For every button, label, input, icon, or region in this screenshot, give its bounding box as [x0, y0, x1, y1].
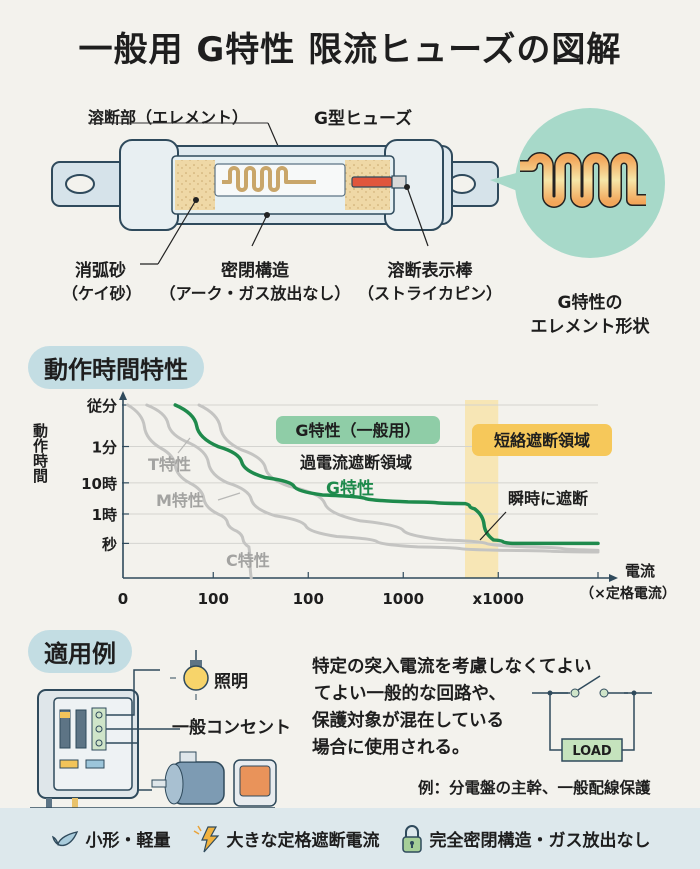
- arc-sand-label: 消弧砂: [75, 261, 126, 281]
- distribution-panel-icon: [37, 689, 139, 810]
- y-axis-arrow: [119, 391, 127, 400]
- switch-contact: [570, 688, 580, 698]
- series-G特性: [173, 403, 600, 546]
- load-circuit-diagram: LOAD: [532, 675, 652, 762]
- feather-icon: [51, 830, 78, 846]
- load-label: LOAD: [572, 744, 612, 759]
- left-cap: [119, 139, 179, 231]
- series-M特性: [145, 403, 600, 554]
- applications-illustration: [30, 650, 277, 810]
- x-tick-label: 1000: [382, 590, 424, 608]
- feature-label: 小形・軽量: [85, 831, 171, 851]
- arc-sand-sublabel: （ケイ砂）: [62, 284, 142, 303]
- series-C特性: [126, 403, 253, 580]
- c-curve-label: C特性: [226, 551, 270, 570]
- indicator-sublabel: （ストライカピン）: [357, 284, 502, 303]
- callout-label-line2: エレメント形状: [530, 317, 650, 337]
- x-axis-arrow: [609, 574, 618, 582]
- chart-section-heading: 動作時間特性: [28, 346, 204, 389]
- feature-label: 大きな定格遮断電流: [226, 831, 380, 851]
- short-circuit-badge: [472, 424, 612, 456]
- striker-pin: [351, 176, 393, 188]
- switch-lever: [577, 675, 601, 691]
- y-tick-label: 秒: [102, 535, 117, 553]
- m-curve-label: M特性: [156, 491, 204, 510]
- x-axis-label: 電流: [625, 562, 655, 580]
- x-tick-label: 100: [198, 590, 229, 608]
- description-line: 場合に使用される。: [312, 738, 470, 758]
- applications-heading: 適用例: [28, 630, 132, 673]
- description-line: てよい一般的な回路や、: [314, 684, 506, 704]
- characteristic-chart: 従分 1分 10時 1時秒 動作時間 0 100 100 1000 x1000 電流 （×定格電流） G…: [31, 391, 676, 608]
- t-leader-line: [177, 437, 191, 454]
- arc-sand-leader-line: [157, 199, 197, 265]
- g-curve-label: G特性: [326, 478, 374, 499]
- heater-icon: [233, 759, 277, 807]
- m-leader-line: [217, 492, 241, 501]
- y-tick-label: 10時: [81, 475, 117, 493]
- feature-item: 小形・軽量: [50, 826, 171, 851]
- x-tick-label: 100: [293, 590, 324, 608]
- description-line: 保護対象が混在している: [312, 711, 504, 731]
- lightning-icon: [193, 825, 219, 852]
- x-axis-sublabel: （×定格電流）: [580, 585, 676, 602]
- fuse-illustration: [51, 108, 665, 265]
- y-tick-label: 従分: [86, 397, 117, 415]
- indicator-label: 溶断表示棒: [387, 261, 473, 281]
- application-description: 特定の突入電流を考慮しなくてよい てよい一般的な回路や、 保護対象が混在している…: [312, 654, 591, 762]
- feature-item: 完全密閉構造・ガス放出なし: [400, 824, 651, 854]
- indicator-leader-line: [406, 186, 429, 247]
- short-circuit-label: 短絡遮断領域: [494, 431, 590, 450]
- app-item-lighting: 照明: [214, 672, 248, 692]
- lock-icon: [401, 824, 422, 853]
- y-tick-label: 1分: [92, 439, 117, 457]
- switch-contact: [599, 688, 609, 698]
- element-label: 溶断部（エレメント）: [88, 108, 249, 127]
- overcurrent-region-label: 過電流遮断領域: [299, 453, 412, 472]
- light-bulb-icon: [170, 650, 222, 700]
- fuse-type-label: G型ヒューズ: [314, 109, 413, 129]
- fuse-element: [222, 166, 316, 192]
- instant-cut-label: 瞬時に遮断: [508, 489, 588, 508]
- feature-item: 大きな定格遮断電流: [191, 825, 380, 853]
- sealed-label: 密閉構造: [221, 261, 289, 281]
- sealed-leader-line: [251, 214, 268, 247]
- sealed-sublabel: （アーク・ガス放出なし）: [159, 284, 351, 303]
- g-characteristic-badge: [276, 416, 440, 444]
- page-title: 一般用 G特性 限流ヒューズの図解: [78, 30, 622, 70]
- instant-cut-leader-line: [479, 511, 507, 541]
- description-line: 特定の突入電流を考慮しなくてよい: [312, 657, 592, 677]
- callout-element-shape: [520, 153, 646, 207]
- motor-icon: [151, 751, 225, 805]
- x-tick-label: 0: [118, 590, 128, 608]
- x-tick-label: x1000: [473, 590, 524, 608]
- load-box: [561, 738, 623, 762]
- callout-label-line1: G特性の: [557, 293, 623, 313]
- feature-bar: 小形・軽量 大きな定格遮断電流 完全密閉構造・ガス放出なし: [0, 808, 700, 869]
- g-badge-label: G特性（一般用）: [295, 421, 420, 440]
- t-curve-label: T特性: [148, 455, 191, 474]
- app-item-outlet: 一般コンセント: [172, 718, 291, 738]
- series-T特性: [197, 403, 600, 552]
- y-axis-label: 動作時間: [31, 423, 49, 484]
- feature-label: 完全密閉構造・ガス放出なし: [429, 831, 651, 851]
- y-tick-label: 1時: [92, 506, 117, 524]
- example-note: 例：分電盤の主幹、一般配線保護: [418, 779, 651, 797]
